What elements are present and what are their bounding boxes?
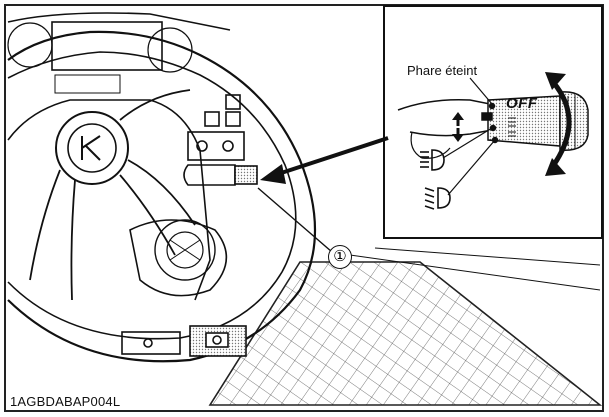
steering-wheel	[7, 30, 317, 363]
switch-panel	[187, 94, 245, 161]
combination-switch	[183, 164, 258, 186]
updown-arrows-icon	[452, 112, 464, 142]
instrument-panel	[7, 12, 231, 94]
lower-controls	[121, 325, 247, 357]
headlight-off-label: Phare éteint	[407, 63, 478, 78]
high-beam-icon	[420, 149, 445, 171]
switch-off-marking: OFF	[506, 95, 538, 112]
rotation-arrow-icon	[545, 72, 572, 176]
figure-code: 1AGBDABAP004L	[10, 394, 121, 409]
pointer-arrow-icon	[260, 136, 389, 184]
kubota-logo-icon	[81, 135, 101, 161]
low-beam-icon	[424, 187, 451, 210]
dashboard-body	[7, 99, 228, 301]
callout-number: ①	[328, 245, 352, 269]
callout-leader	[257, 187, 333, 253]
floor-mat	[208, 247, 602, 406]
